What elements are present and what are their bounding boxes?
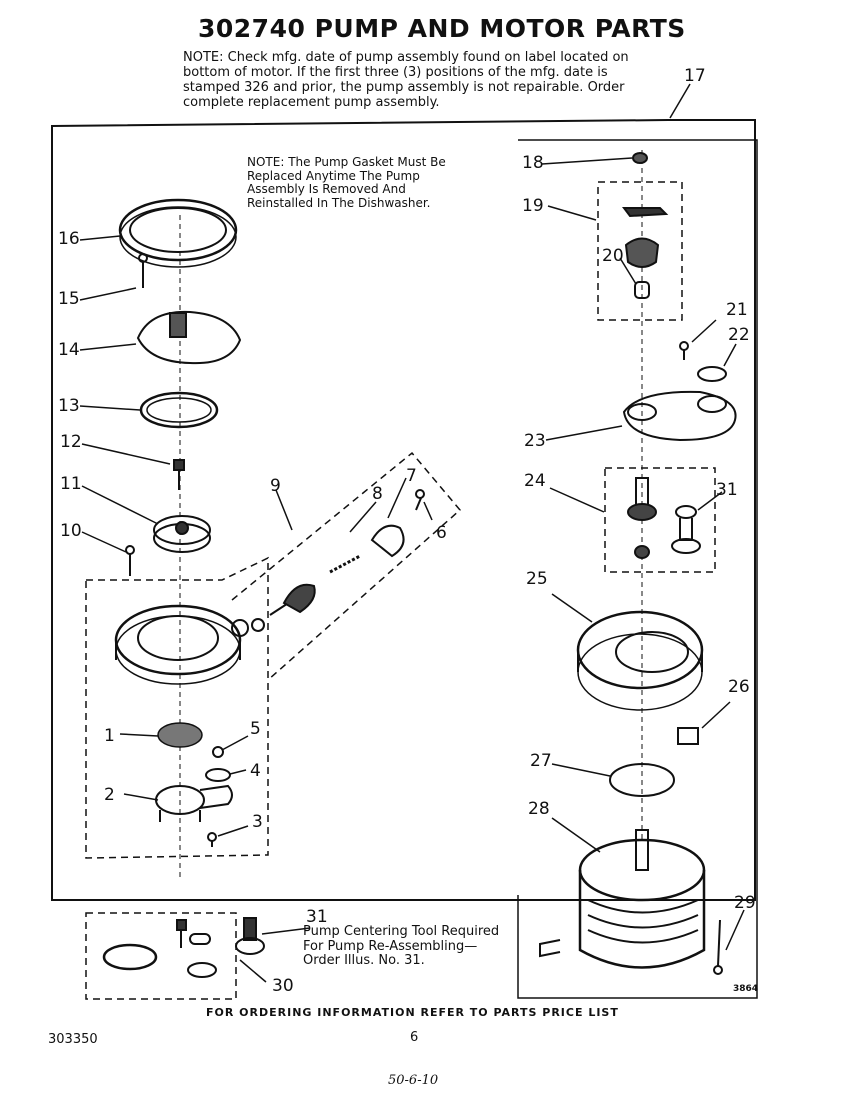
callout-2: 2 xyxy=(104,785,115,805)
disc-27 xyxy=(609,763,675,797)
callout-14: 14 xyxy=(58,340,80,360)
o-ring-4 xyxy=(205,768,231,782)
repair-note: NOTE: Check mfg. date of pump assembly f… xyxy=(183,50,629,110)
callout-5: 5 xyxy=(250,719,261,739)
valve-assembly xyxy=(251,489,425,632)
callout-15: 15 xyxy=(58,289,80,309)
ordering-footer: FOR ORDERING INFORMATION REFER TO PARTS … xyxy=(206,1006,619,1019)
motor-column-box xyxy=(517,139,758,999)
impeller-11 xyxy=(153,515,211,553)
o-ring-22 xyxy=(697,366,727,382)
callout-11: 11 xyxy=(60,474,82,494)
handwritten-note: 50-6-10 xyxy=(388,1073,439,1088)
callout-22: 22 xyxy=(728,325,750,345)
callout-24: 24 xyxy=(524,471,546,491)
motor-mount-25 xyxy=(576,610,704,711)
ball-5 xyxy=(212,746,224,758)
pump-housing xyxy=(114,604,249,685)
drawing-code: 3864 xyxy=(733,984,759,994)
callout-10: 10 xyxy=(60,521,82,541)
item-9-box xyxy=(231,451,462,681)
item-19-box xyxy=(597,181,683,321)
item-30-box xyxy=(85,912,237,1000)
leader-lines xyxy=(79,83,745,983)
callout-25: 25 xyxy=(526,569,548,589)
callout-12: 12 xyxy=(60,432,82,452)
callout-19: 19 xyxy=(522,196,544,216)
filter-disc-1 xyxy=(157,722,203,748)
motor-28 xyxy=(539,829,706,969)
seal-24 xyxy=(627,477,657,559)
callout-4: 4 xyxy=(250,761,261,781)
callout-6: 6 xyxy=(436,523,447,543)
callout-26: 26 xyxy=(728,677,750,697)
pump-gasket xyxy=(118,198,238,268)
screw-15 xyxy=(138,253,148,288)
bolt-12 xyxy=(173,459,185,490)
callout-27: 27 xyxy=(530,751,552,771)
bracket-2 xyxy=(155,784,233,822)
screw-10 xyxy=(125,545,135,576)
centering-tool-31 xyxy=(671,505,701,554)
item-24-box xyxy=(604,467,716,573)
callout-21: 21 xyxy=(726,300,748,320)
callout-8: 8 xyxy=(372,484,383,504)
callout-20: 20 xyxy=(602,246,624,266)
callout-30: 30 xyxy=(272,976,294,996)
callout-13: 13 xyxy=(58,396,80,416)
callout-23: 23 xyxy=(524,431,546,451)
clip-26 xyxy=(677,727,699,745)
nut-18 xyxy=(632,152,648,164)
page-title: 302740 PUMP AND MOTOR PARTS xyxy=(198,14,686,43)
screw-29 xyxy=(713,919,723,975)
callout-17: 17 xyxy=(684,66,706,86)
callout-31-b: 31 xyxy=(306,907,328,927)
callout-7: 7 xyxy=(406,466,417,486)
pump-housing-box xyxy=(85,556,269,859)
callout-29: 29 xyxy=(734,893,756,913)
bushing-20 xyxy=(634,281,650,299)
callout-3: 3 xyxy=(252,812,263,832)
cover-plate-14 xyxy=(136,310,242,365)
plate-23 xyxy=(622,390,737,442)
screw-21 xyxy=(679,341,689,360)
callout-18: 18 xyxy=(522,153,544,173)
centering-tool-note: Pump Centering Tool Required For Pump Re… xyxy=(303,924,500,968)
seal-ring-13 xyxy=(139,391,219,429)
callout-28: 28 xyxy=(528,799,550,819)
page-number: 6 xyxy=(410,1030,419,1045)
callout-9: 9 xyxy=(270,476,281,496)
screw-3 xyxy=(207,832,217,847)
callout-31-a: 31 xyxy=(716,480,738,500)
document-number: 303350 xyxy=(48,1032,98,1047)
gasket-note: NOTE: The Pump Gasket Must Be Replaced A… xyxy=(247,155,446,210)
tool-31-loose xyxy=(235,917,265,955)
kit-30-parts xyxy=(102,919,217,978)
assembly-border xyxy=(51,119,756,901)
bracket-19 xyxy=(622,207,669,268)
callout-16: 16 xyxy=(58,229,80,249)
callout-1: 1 xyxy=(104,726,115,746)
